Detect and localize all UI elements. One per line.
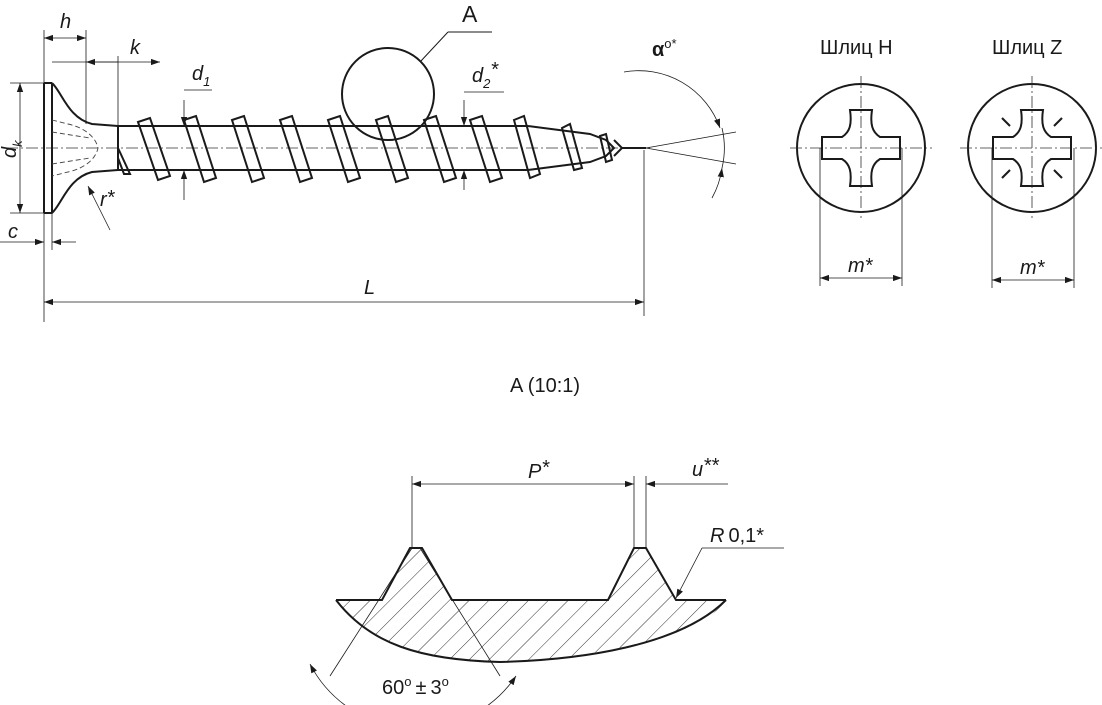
recess-z-view: Шлиц Z m*	[960, 37, 1102, 288]
dim-u-label: u**	[692, 455, 720, 481]
dim-d2-label: d2*	[472, 59, 499, 91]
detail-a-title: A (10:1)	[510, 375, 580, 397]
dim-d1-label: d1	[192, 63, 210, 89]
recess-h-view: Шлиц Н m*	[790, 37, 932, 286]
thread-section-hatch	[336, 548, 726, 663]
dim-k-label: k	[130, 37, 141, 59]
dim-P-label: P*	[528, 457, 550, 483]
view-a-circle	[341, 47, 435, 141]
screw-threads	[117, 114, 614, 184]
screw-head	[43, 82, 119, 214]
view-a-label: A	[462, 1, 478, 27]
dim-c-label: c	[8, 221, 18, 243]
recess-z-m-label: m*	[1020, 257, 1046, 279]
recess-z-title: Шлиц Z	[992, 37, 1062, 59]
dim-alpha-label: αo*	[652, 36, 677, 61]
dim-angle-label: 60o±3o	[382, 674, 449, 699]
recess-h-m-label: m*	[848, 255, 874, 277]
dim-dk-label: dk	[0, 139, 25, 158]
recess-h-title: Шлиц Н	[820, 37, 893, 59]
dim-L-label: L	[364, 277, 375, 299]
dim-r-label: r*	[100, 187, 116, 211]
screw-side-view: A h k d1 d2* dk c r*	[0, 1, 737, 322]
dim-h-label: h	[60, 11, 71, 33]
